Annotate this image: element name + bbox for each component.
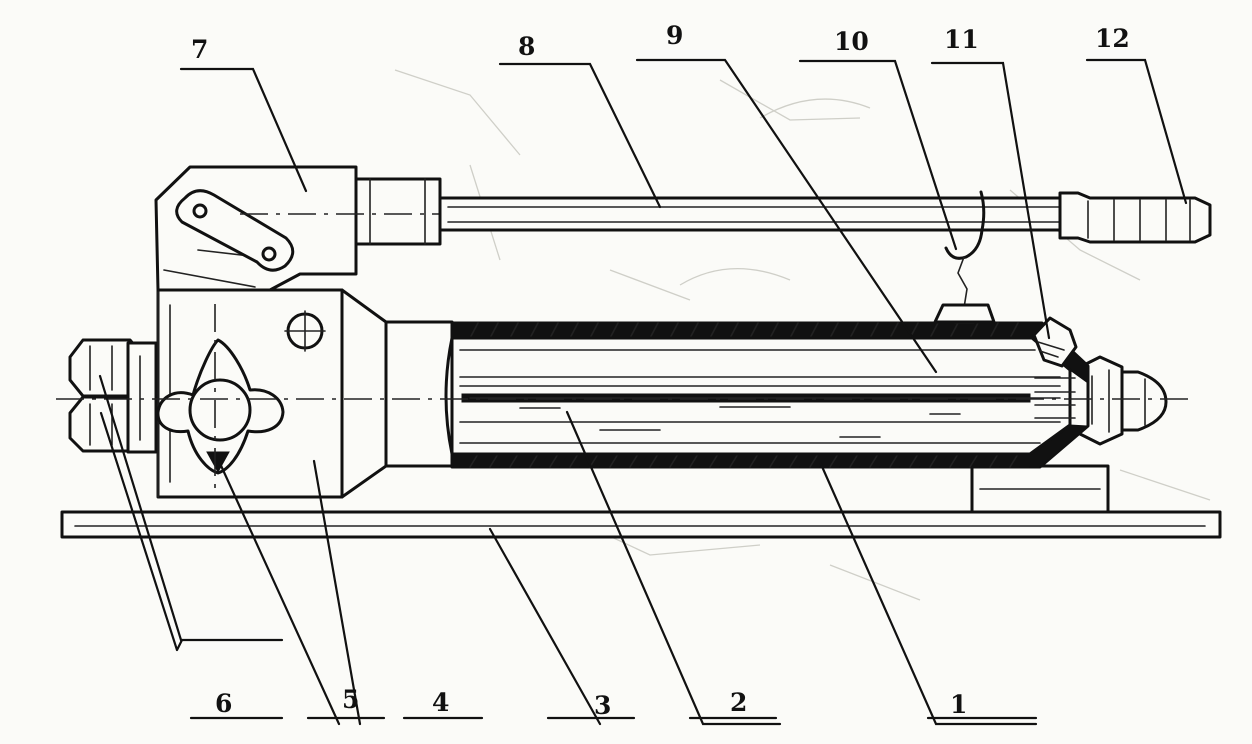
callout-3: 3 — [594, 691, 611, 720]
callout-8: 8 — [518, 32, 535, 61]
callout-2: 2 — [730, 688, 747, 717]
handle-lever — [438, 191, 1212, 244]
leader-lines — [98, 58, 1188, 726]
callout-6: 6 — [215, 689, 232, 718]
callout-9: 9 — [666, 21, 683, 50]
hatching — [469, 322, 1019, 468]
lever-housing — [154, 165, 455, 292]
callout-11: 11 — [944, 25, 979, 54]
valve-fitting — [1032, 316, 1078, 368]
callout-labels: 7 8 9 10 11 12 6 5 4 3 2 1 — [191, 21, 1130, 720]
callout-1: 1 — [950, 690, 967, 719]
end-cap-assembly — [1078, 355, 1168, 446]
cross-handwheel — [156, 304, 285, 492]
end-nuts — [68, 338, 158, 454]
callout-5: 5 — [342, 685, 359, 714]
callout-4: 4 — [432, 688, 449, 717]
callout-10: 10 — [834, 27, 869, 56]
callout-7: 7 — [191, 35, 208, 64]
callout-12: 12 — [1095, 24, 1130, 53]
rear-support — [970, 464, 1110, 514]
base-plate — [60, 510, 1222, 539]
hook-and-chain — [933, 190, 996, 324]
